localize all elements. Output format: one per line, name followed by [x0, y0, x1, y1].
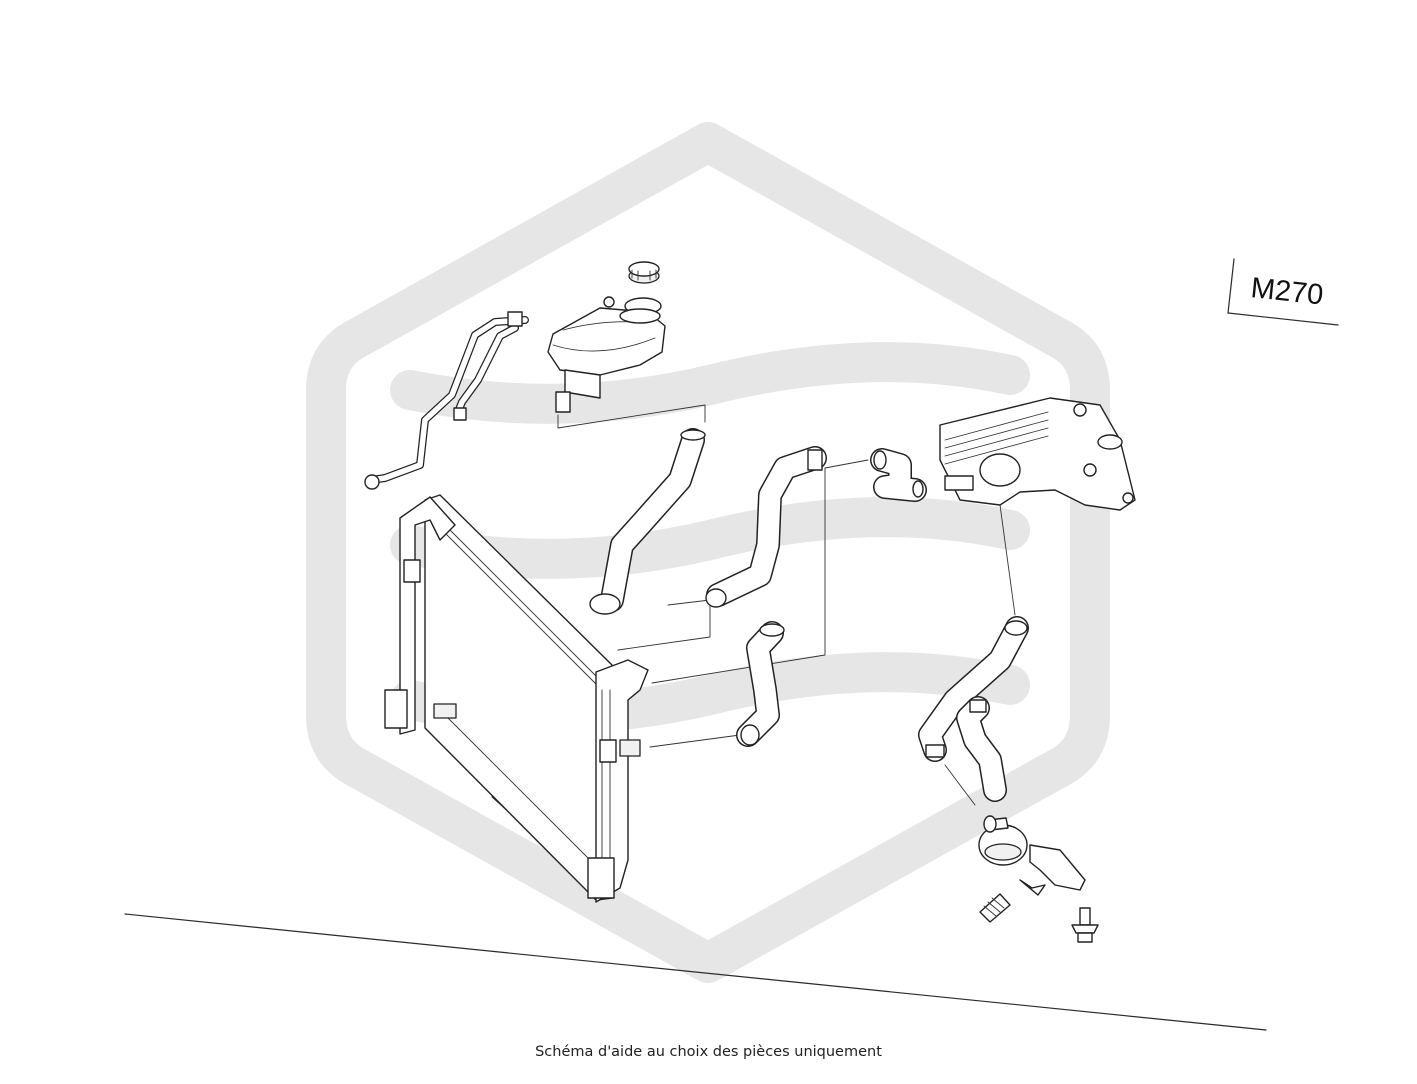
oil-cooler-thermostat [939, 397, 1136, 511]
lower-radiator-hose [736, 621, 785, 747]
ground-line [124, 913, 1267, 1031]
diagram-caption: Schéma d'aide au choix des pièces unique… [535, 1044, 882, 1060]
vent-tube [364, 311, 529, 490]
short-hose [870, 448, 927, 502]
auxiliary-water-pump [978, 815, 1086, 896]
pump-hardware [979, 893, 1099, 943]
pump-hoses [918, 616, 1029, 802]
upper-radiator-hose [589, 428, 706, 615]
expansion-cap [628, 261, 660, 284]
middle-hose [705, 446, 827, 608]
radiator [384, 494, 649, 903]
expansion-tank [547, 296, 666, 413]
engine-code-label: M270 [1249, 272, 1324, 311]
engine-code-tag: M270 [1227, 258, 1339, 326]
